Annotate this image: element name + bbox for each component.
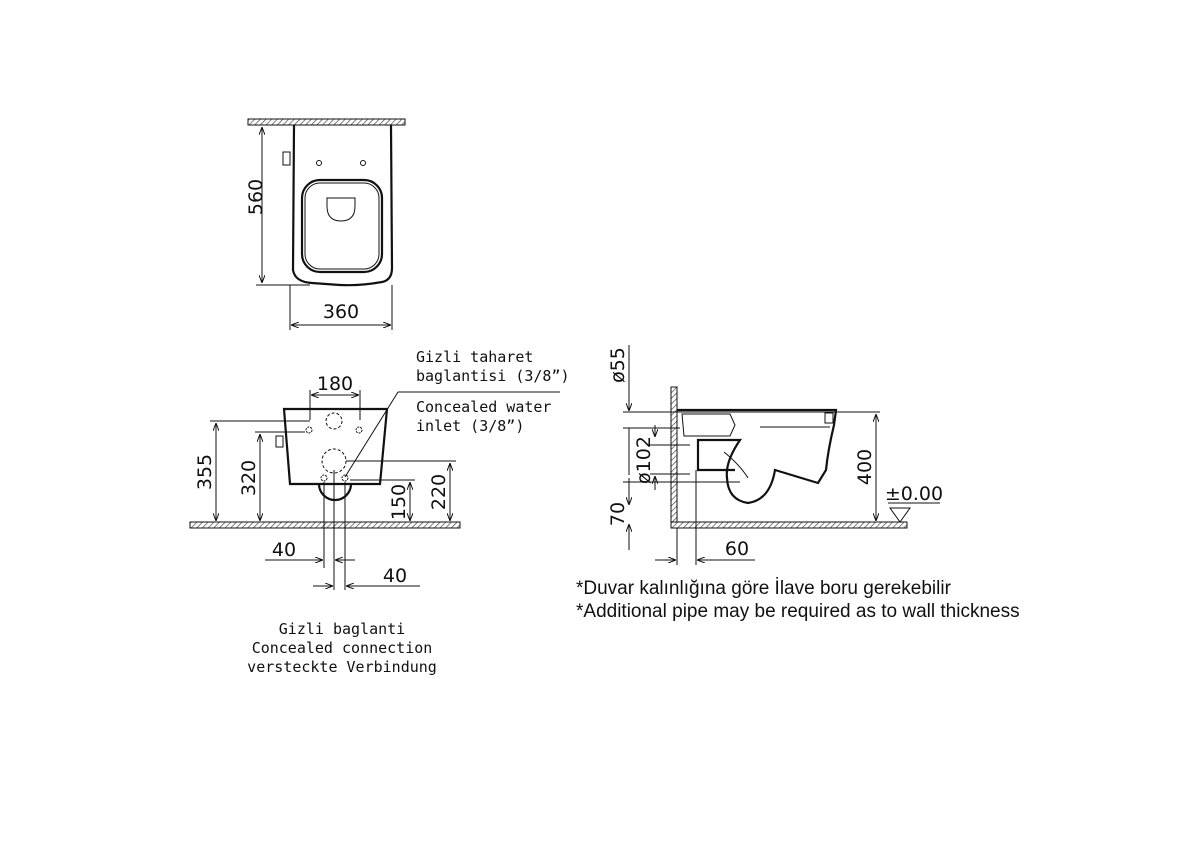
width-60-dimension: 60 bbox=[725, 538, 749, 560]
note-english: *Additional pipe may be required as to w… bbox=[576, 601, 1020, 622]
right-offset-dimension: 40 bbox=[383, 565, 407, 587]
side-tab bbox=[282, 151, 291, 166]
top-view: 560 360 bbox=[245, 118, 406, 330]
svg-text:Concealed connection: Concealed connection bbox=[252, 639, 433, 657]
diameter-102-dimension: ø102 bbox=[633, 436, 655, 484]
floor-level-label: ±0.00 bbox=[885, 483, 943, 505]
depth-dimension: 560 bbox=[245, 179, 267, 215]
floor bbox=[670, 521, 908, 529]
width-dimension: 360 bbox=[323, 301, 359, 323]
svg-text:355: 355 bbox=[194, 454, 216, 490]
svg-text:versteckte Verbindung: versteckte Verbindung bbox=[247, 658, 437, 676]
bidet-connection-label: Gizli taharet bbox=[416, 348, 533, 366]
bowl-section bbox=[677, 408, 838, 505]
wall bbox=[247, 118, 406, 126]
bowl-opening bbox=[326, 197, 356, 222]
seat-outline bbox=[300, 178, 384, 274]
front-view: 180 355 320 150 220 40 40 Gizli taharet … bbox=[189, 348, 570, 676]
floor bbox=[189, 521, 461, 529]
trap bbox=[317, 483, 353, 502]
svg-text:220: 220 bbox=[428, 474, 450, 510]
caption: Gizli baglanti bbox=[279, 620, 405, 638]
svg-text:320: 320 bbox=[238, 460, 260, 496]
hole-spacing-dimension: 180 bbox=[317, 373, 353, 395]
note-turkish: *Duvar kalınlığına göre İlave boru gerek… bbox=[576, 578, 952, 599]
fixing-hole bbox=[360, 160, 366, 166]
svg-text:baglantisi (3/8”): baglantisi (3/8”) bbox=[416, 367, 570, 385]
wall bbox=[670, 386, 678, 529]
diameter-55-dimension: ø55 bbox=[607, 347, 629, 383]
svg-text:150: 150 bbox=[388, 484, 410, 520]
left-offset-dimension: 40 bbox=[272, 539, 296, 561]
bowl-outline bbox=[282, 407, 389, 486]
bowl-outline bbox=[291, 124, 394, 287]
svg-text:inlet (3/8”): inlet (3/8”) bbox=[416, 417, 524, 435]
fixing-hole bbox=[316, 160, 322, 166]
water-inlet-label: Concealed water bbox=[416, 398, 551, 416]
height-400-dimension: 400 bbox=[854, 449, 876, 485]
height-70-dimension: 70 bbox=[607, 502, 629, 526]
side-view: ø55 ø102 70 400 ±0.00 60 bbox=[607, 345, 943, 565]
